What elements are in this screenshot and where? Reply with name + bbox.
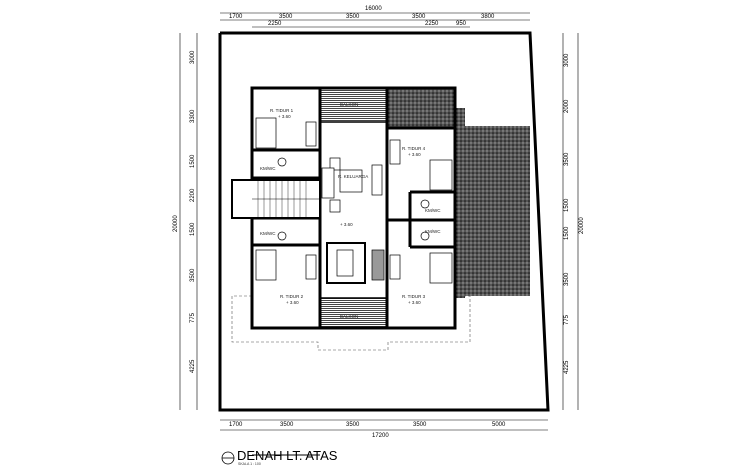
dim-bottom: 3500	[346, 422, 360, 428]
dim-left: 775	[190, 312, 196, 323]
room-label-wc1: KM/WC	[260, 166, 276, 171]
balcony-bottom	[320, 298, 387, 328]
room-level-bed3: + 3.60	[408, 300, 421, 305]
dim-bottom: 3500	[280, 422, 294, 428]
dim-right: 2000	[564, 99, 570, 113]
drawing-scale: SKALA 1 : 100	[238, 462, 261, 466]
dim-top: 2250	[268, 21, 282, 27]
dim-right: 4225	[564, 360, 570, 374]
dim-top: 2250	[425, 21, 439, 27]
room-label-bed3: R. TIDUR 3	[402, 294, 426, 299]
room-label-wc3: KM/WC	[425, 208, 441, 213]
room-label-bed1: R. TIDUR 1	[270, 108, 294, 113]
room-label-family: R. KELUARGA	[338, 174, 368, 179]
room-label-wc4: KM/WC	[425, 229, 441, 234]
roof-area-top	[387, 88, 455, 128]
dim-right: 1500	[564, 198, 570, 212]
dim-top: 3500	[279, 14, 293, 20]
room-level-family: + 3.60	[340, 222, 353, 227]
room-label-wc2: KM/WC	[260, 231, 276, 236]
dim-top: 950	[456, 21, 467, 27]
dim-top: 3500	[346, 14, 360, 20]
dim-right-total: 20000	[579, 217, 585, 234]
dim-left: 1500	[190, 222, 196, 236]
dim-right: 3500	[564, 272, 570, 286]
dim-top: 3800	[481, 14, 495, 20]
room-label-bed4: R. TIDUR 4	[402, 146, 426, 151]
room-level-bed1: + 3.60	[278, 114, 291, 119]
room-level-bed4: + 3.60	[408, 152, 421, 157]
room-level-bed2: + 3.60	[286, 300, 299, 305]
dim-top: 1700	[229, 14, 243, 20]
dim-bottom: 1700	[229, 422, 243, 428]
dimension-lines	[179, 12, 579, 456]
dim-left: 1500	[190, 154, 196, 168]
dim-left: 2200	[190, 188, 196, 202]
dim-top-total: 16000	[365, 6, 382, 12]
dim-right: 3500	[564, 152, 570, 166]
dims-right: 3000 2000 3500 1500 1500 3500 775 4225 2…	[564, 53, 585, 374]
drawing-title: DENAH LT. ATAS	[237, 448, 338, 463]
dims-left: 3000 3300 1500 2200 1500 3500 775 4225 2…	[173, 50, 196, 373]
room-label-bed2: R. TIDUR 2	[280, 294, 304, 299]
site-boundary	[218, 31, 550, 412]
dim-left: 3300	[190, 109, 196, 123]
dim-bottom-total: 17200	[372, 433, 389, 439]
roof-area-right	[455, 108, 465, 298]
dim-right: 3000	[564, 53, 570, 67]
terrace-outline	[231, 295, 471, 351]
dim-right: 775	[564, 314, 570, 325]
staircase	[231, 179, 321, 219]
dim-right: 1500	[564, 226, 570, 240]
dim-left-total: 20000	[173, 215, 179, 232]
dim-left: 3500	[190, 268, 196, 282]
room-label-balcony-top: BALKON	[340, 102, 358, 107]
dim-left: 4225	[190, 359, 196, 373]
dim-bottom: 3500	[413, 422, 427, 428]
dim-left: 3000	[190, 50, 196, 64]
room-label-balcony-bottom: BALKON	[340, 314, 358, 319]
balcony-top	[320, 90, 387, 122]
roof-area-side	[465, 126, 530, 296]
dim-top: 3500	[412, 14, 426, 20]
dim-bottom: 5000	[492, 422, 506, 428]
furniture	[255, 117, 453, 284]
